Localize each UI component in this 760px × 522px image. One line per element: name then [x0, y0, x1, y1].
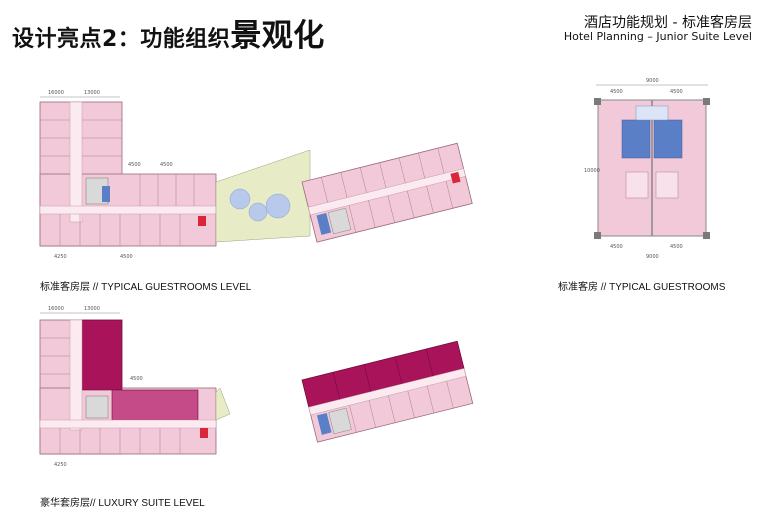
landscape-pond-2: [248, 202, 268, 222]
caption-luxury-level: 豪华套房层// LUXURY SUITE LEVEL: [40, 498, 205, 509]
room-dim-top: 9000: [646, 78, 659, 84]
lux-suite-block-2: [111, 389, 199, 421]
elevator-core: [102, 186, 110, 202]
lux-wing-elevator: [317, 413, 332, 435]
dim-bay-2: 4500: [160, 162, 173, 168]
room-dim-bottom-right: 4500: [670, 244, 683, 250]
title-main: 设计亮点2：功能组织: [12, 27, 231, 52]
room-dim-depth: 10000: [584, 168, 600, 174]
luxury-level-plan: 16000 13000 4500 4250: [39, 306, 474, 468]
dim-bay-3: 4250: [54, 254, 67, 260]
bed-right: [655, 171, 679, 199]
bed-left: [625, 171, 649, 199]
lux-stair-marker: [200, 428, 208, 438]
landscape-pond-3: [265, 193, 291, 219]
lux-dim-wing-b: 13000: [84, 306, 100, 312]
subtitle-chinese: 酒店功能规划 - 标准客房层: [584, 15, 752, 31]
room-dim-bottom-left: 4500: [610, 244, 623, 250]
bathroom-left: [621, 119, 651, 159]
dim-wing-a: 16000: [48, 90, 64, 96]
lux-dim-bay-alt: 4250: [54, 462, 67, 468]
lux-landscape-strip: [215, 387, 231, 421]
landscape-court: [215, 149, 311, 243]
stair-marker: [198, 216, 206, 226]
landscape-pond-1: [229, 188, 251, 210]
bathroom-right: [653, 119, 683, 159]
lux-suite-block-1: [81, 319, 123, 391]
dim-bay-4: 4500: [120, 254, 133, 260]
subtitle-english: Hotel Planning – Junior Suite Level: [563, 30, 752, 43]
caption-typical-room: 标准客房 // TYPICAL GUESTROOMS: [558, 282, 726, 293]
dim-bay-1: 4500: [128, 162, 141, 168]
lux-dim-bay: 4500: [130, 376, 143, 382]
wing-elevator: [316, 213, 332, 235]
room-dim-left: 4500: [610, 89, 623, 95]
wing-stair-marker: [450, 171, 461, 184]
page-title: 设计亮点2：功能组织景观化: [12, 10, 325, 55]
room-dim-right: 4500: [670, 89, 683, 95]
room-dim-bottom: 9000: [646, 254, 659, 260]
dim-wing-b: 13000: [84, 90, 100, 96]
lux-dim-wing-a: 16000: [48, 306, 64, 312]
title-highlight: 景观化: [230, 18, 325, 54]
typical-room-plan: 9000 4500 4500 10000 4500 4500 9000: [584, 78, 710, 260]
caption-typical-level: 标准客房层 // TYPICAL GUESTROOMS LEVEL: [40, 282, 252, 293]
typical-level-plan: 16000 13000 4500 4500 4250 4500: [39, 90, 473, 260]
